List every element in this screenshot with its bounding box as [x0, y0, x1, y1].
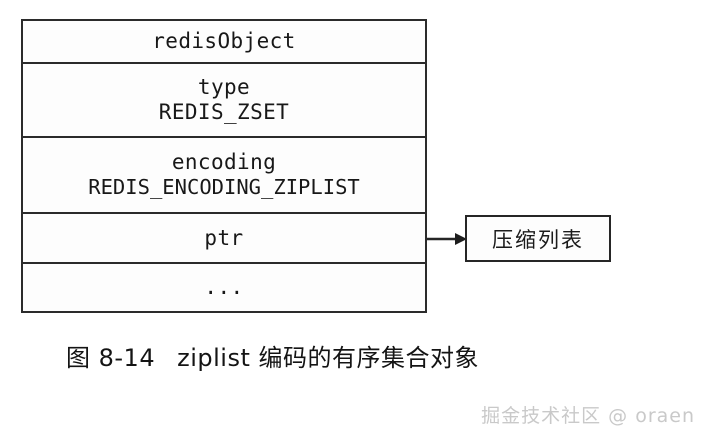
ziplist-target-label: 压缩列表	[492, 227, 584, 252]
struct-type-field-name: type	[197, 75, 251, 100]
struct-row-header: redisObject	[23, 21, 425, 64]
figure-caption: 图 8-14 ziplist 编码的有序集合对象	[66, 338, 479, 373]
redis-object-struct-table: redisObject type REDIS_ZSET encoding RED…	[21, 19, 427, 313]
struct-ellipsis-label: ...	[204, 275, 244, 300]
pointer-arrow-icon	[427, 233, 467, 245]
struct-row-ptr: ptr	[23, 214, 425, 265]
struct-encoding-field-value: REDIS_ENCODING_ZIPLIST	[88, 175, 360, 200]
struct-header-label: redisObject	[152, 28, 296, 53]
figure-caption-text: ziplist 编码的有序集合对象	[177, 344, 479, 372]
watermark: 掘金技术社区 @ oraen	[481, 401, 695, 428]
figure-caption-number: 图 8-14	[66, 344, 156, 372]
struct-row-encoding: encoding REDIS_ENCODING_ZIPLIST	[23, 138, 425, 214]
struct-type-field-value: REDIS_ZSET	[158, 99, 290, 124]
watermark-text: 掘金技术社区 @ oraen	[481, 405, 695, 427]
ziplist-target-box: 压缩列表	[465, 215, 611, 262]
struct-row-ellipsis: ...	[23, 264, 425, 311]
struct-encoding-field-name: encoding	[171, 150, 277, 175]
struct-ptr-field-name: ptr	[204, 225, 244, 250]
struct-row-type: type REDIS_ZSET	[23, 64, 425, 139]
